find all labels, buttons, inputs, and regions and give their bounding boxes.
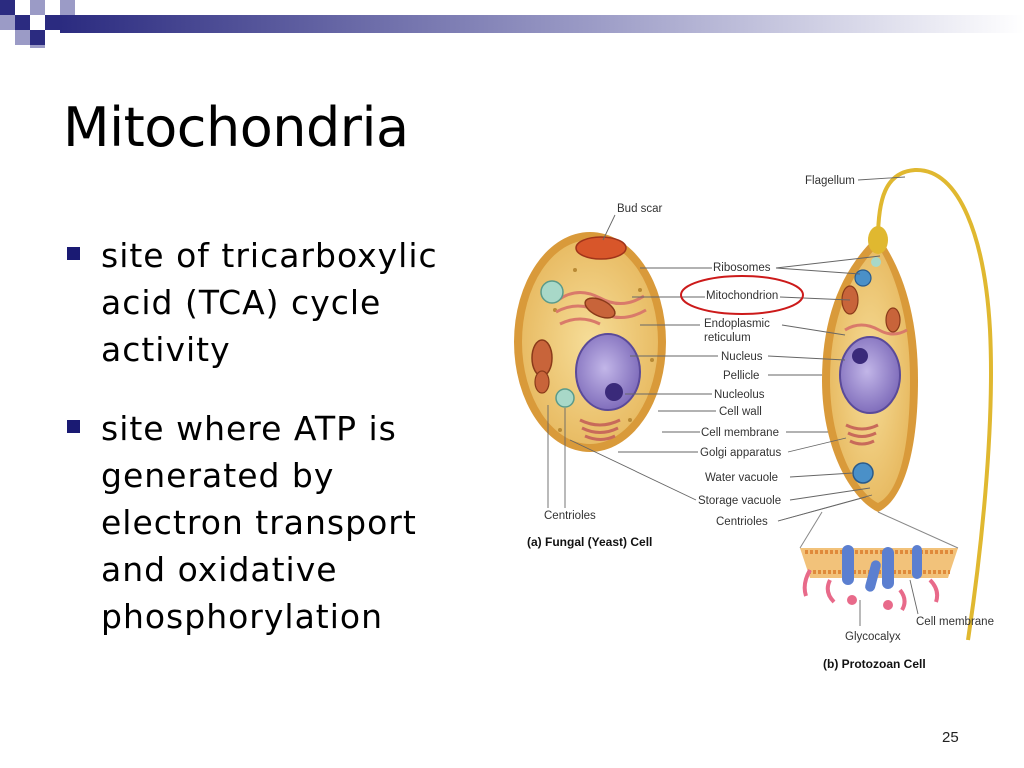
label-mitochondrion: Mitochondrion <box>706 290 778 302</box>
label-bud-scar: Bud scar <box>617 203 663 215</box>
golgi-apparatus <box>579 418 621 441</box>
protozoan-cell <box>822 167 993 641</box>
caption-protozoan: (b) Protozoan Cell <box>823 657 926 671</box>
label-centrioles-right: Centrioles <box>716 516 768 528</box>
golgi-apparatus <box>845 423 879 446</box>
nucleolus <box>605 383 623 401</box>
mitochondrion-highlight <box>680 275 804 315</box>
label-reticulum: reticulum <box>704 332 751 344</box>
bullet-item: site of tricarboxylic acid (TCA) cycle a… <box>63 232 463 373</box>
slide-title: Mitochondria <box>63 96 409 159</box>
bullet-list: site of tricarboxylic acid (TCA) cycle a… <box>63 232 463 672</box>
label-ribosomes: Ribosomes <box>713 262 771 274</box>
water-vacuole <box>852 462 874 484</box>
vacuole <box>540 280 564 304</box>
caption-fungal: (a) Fungal (Yeast) Cell <box>527 535 652 549</box>
cell-diagram: Bud scar Flagellum Ribosomes Mitochondri… <box>514 167 994 671</box>
bullet-text: site where ATP is generated by electron … <box>101 409 417 636</box>
label-nucleolus: Nucleolus <box>714 389 765 401</box>
label-nucleus: Nucleus <box>721 351 763 363</box>
label-endoplasmic: Endoplasmic <box>704 318 770 330</box>
bullet-text: site of tricarboxylic acid (TCA) cycle a… <box>101 236 438 369</box>
square-bullet-icon <box>67 420 80 433</box>
nucleolus <box>852 348 868 364</box>
label-cell-wall: Cell wall <box>719 406 762 418</box>
label-water-vacuole: Water vacuole <box>705 472 778 484</box>
page-number: 25 <box>942 729 959 746</box>
label-cell-membrane-detail: Cell membrane <box>916 616 994 628</box>
label-centrioles-left: Centrioles <box>544 510 596 522</box>
nucleus <box>839 336 901 414</box>
label-glycocalyx: Glycocalyx <box>845 631 901 643</box>
header-gradient-band <box>60 15 1024 33</box>
fungal-cell <box>514 232 666 452</box>
leader-lines <box>547 176 919 626</box>
label-cell-membrane: Cell membrane <box>701 427 779 439</box>
label-pellicle: Pellicle <box>723 370 759 382</box>
membrane-detail <box>799 511 959 612</box>
bud-scar <box>575 236 627 260</box>
header-decoration <box>0 0 1024 48</box>
square-bullet-icon <box>67 247 80 260</box>
label-golgi-apparatus: Golgi apparatus <box>700 447 781 459</box>
nucleus <box>575 333 641 411</box>
label-flagellum: Flagellum <box>805 175 855 187</box>
bullet-item: site where ATP is generated by electron … <box>63 405 463 640</box>
label-storage-vacuole: Storage vacuole <box>698 495 781 507</box>
checker-squares <box>0 0 75 48</box>
